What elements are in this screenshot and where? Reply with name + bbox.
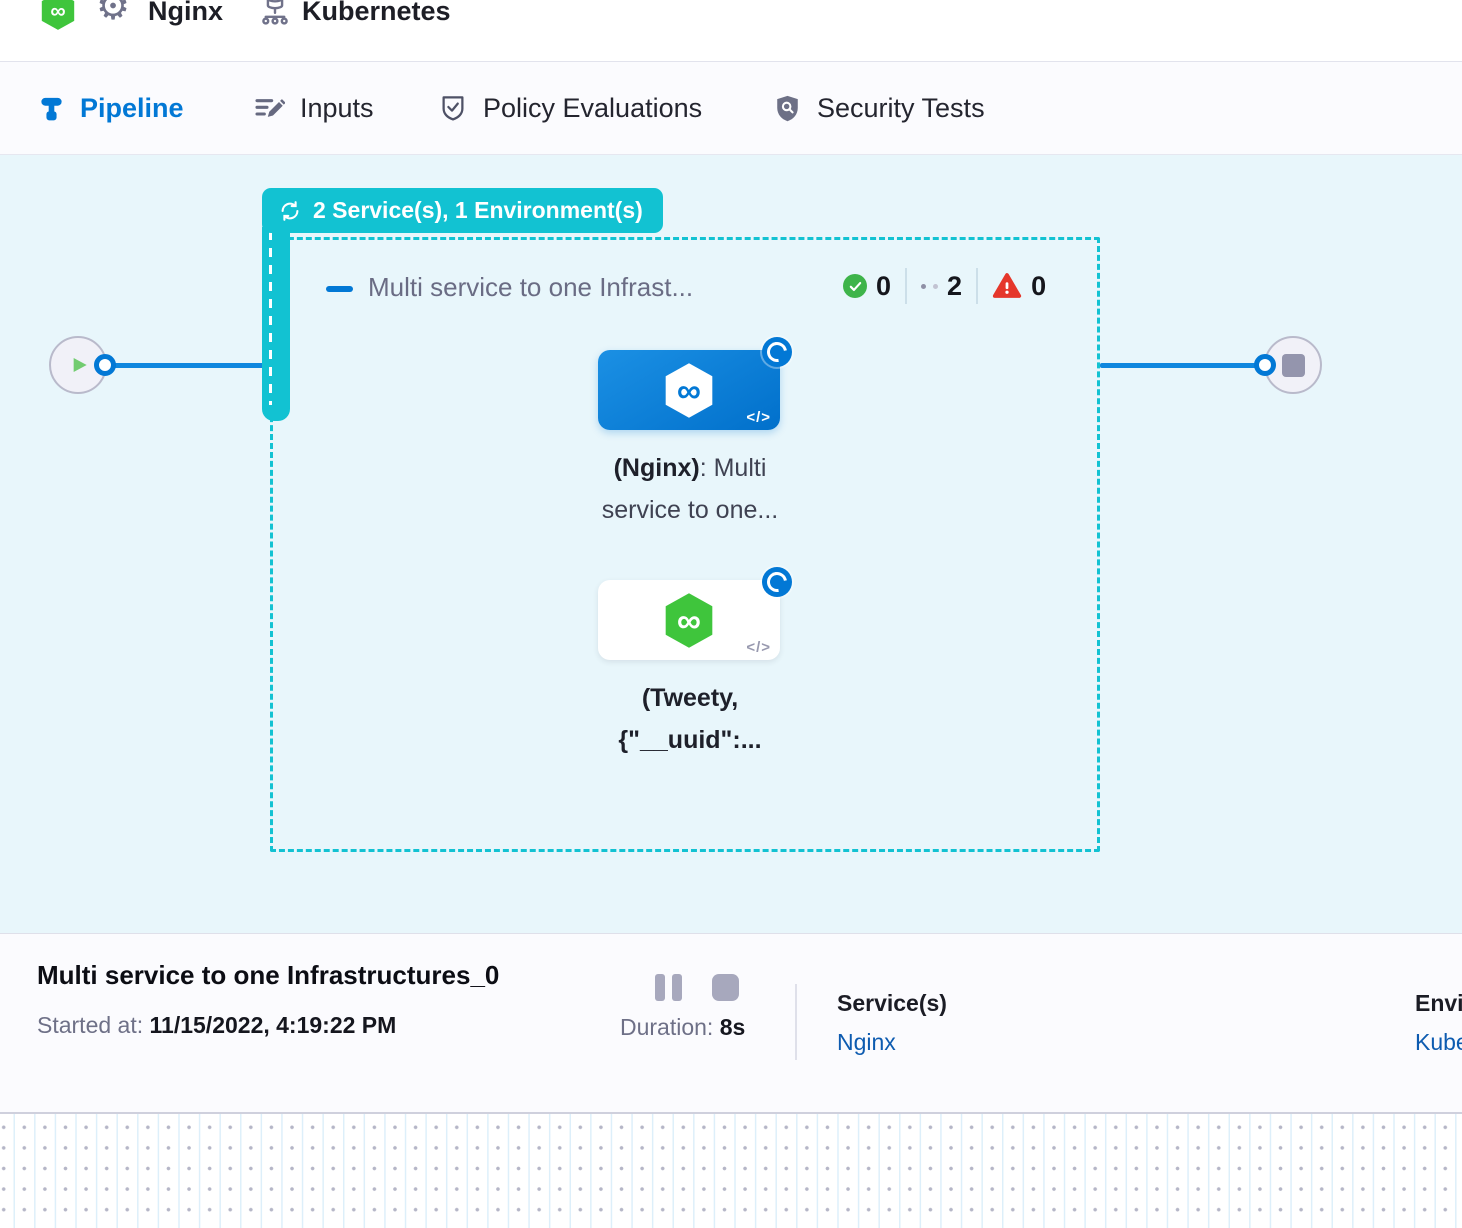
environment-icon	[262, 0, 288, 25]
security-shield-icon	[777, 95, 798, 121]
running-dots-icon	[921, 283, 939, 289]
svg-text:∞: ∞	[50, 0, 65, 23]
end-connector-dot[interactable]	[1254, 354, 1276, 376]
pipeline-end-node[interactable]	[1264, 336, 1322, 394]
duration-label: Duration:	[620, 1014, 714, 1040]
tab-inputs[interactable]: Inputs	[253, 62, 374, 154]
pipeline-canvas[interactable]: 2 Service(s), 1 Environment(s) Multi ser…	[0, 155, 1462, 933]
services-label: Service(s)	[837, 990, 947, 1016]
tweety-running-spinner-icon	[762, 567, 792, 597]
success-check-icon	[843, 274, 867, 298]
start-connector-dot[interactable]	[94, 354, 116, 376]
console-grid-area[interactable]	[0, 1112, 1462, 1228]
environments-value-link[interactable]: Kubernetes	[1415, 1029, 1462, 1055]
connector-line-left	[105, 363, 265, 368]
collapse-stage-icon[interactable]	[326, 286, 353, 292]
stop-icon	[1281, 353, 1305, 377]
running-count: 2	[947, 270, 963, 301]
stage-group-box[interactable]	[270, 237, 1100, 852]
inputs-icon	[255, 99, 285, 117]
gear-icon: ⚙	[96, 0, 131, 28]
failed-count: 0	[1031, 270, 1047, 301]
tab-security-label: Security Tests	[817, 92, 985, 123]
started-at-value: 11/15/2022, 4:19:22 PM	[143, 1012, 397, 1038]
connector-line-right	[1100, 363, 1260, 368]
svg-text:∞: ∞	[677, 603, 701, 640]
environments-label: Environment(s)	[1415, 990, 1462, 1016]
node-tweety-label[interactable]: (Tweety, {"__uuid":...	[618, 684, 762, 754]
tab-security-tests[interactable]: Security Tests	[773, 62, 985, 154]
code-icon: </>	[746, 639, 771, 656]
environments-block: Environment(s) Kubernetes	[1415, 990, 1462, 1056]
services-block: Service(s) Nginx	[837, 990, 947, 1056]
node-tweety-card[interactable]: ∞ </>	[598, 580, 780, 660]
stage-badge-label: 2 Service(s), 1 Environment(s)	[313, 197, 643, 223]
execution-title: Multi service to one Infrastructures_0	[37, 960, 500, 990]
stage-selection-bar	[262, 227, 290, 421]
tab-pipeline[interactable]: Pipeline	[38, 62, 184, 154]
stage-status-counts: 0 2 0	[843, 268, 1046, 304]
duration: Duration: 8s	[620, 1014, 745, 1041]
execution-header: ∞ ⚙ Nginx Kubernetes	[0, 0, 1462, 62]
play-icon	[73, 357, 87, 373]
harness-logo-green-hexagon: ∞	[665, 592, 713, 648]
nginx-running-spinner-icon	[762, 337, 792, 367]
started-at-label: Started at:	[37, 1012, 144, 1038]
tab-inputs-label: Inputs	[300, 92, 374, 123]
started-at: Started at: 11/15/2022, 4:19:22 PM	[37, 1012, 396, 1039]
refresh-icon	[281, 200, 299, 221]
header-service-name[interactable]: Nginx	[148, 0, 224, 26]
stage-name[interactable]: Multi service to one Infrast...	[368, 272, 694, 302]
divider	[905, 268, 908, 304]
code-icon: </>	[746, 409, 771, 426]
warning-triangle-icon	[992, 273, 1022, 298]
svg-text:∞: ∞	[677, 373, 701, 410]
policy-shield-icon	[442, 96, 464, 121]
tab-pipeline-label: Pipeline	[80, 92, 184, 123]
execution-summary-bar: Multi service to one Infrastructures_0 S…	[0, 933, 1462, 1112]
stage-services-badge[interactable]: 2 Service(s), 1 Environment(s)	[262, 188, 663, 233]
harness-logo-white-hexagon: ∞	[665, 362, 713, 418]
header-environment-name[interactable]: Kubernetes	[302, 0, 451, 26]
harness-service-icon: ∞	[41, 0, 75, 30]
duration-value: 8s	[713, 1014, 746, 1040]
node-nginx-card[interactable]: ∞ </>	[598, 350, 780, 430]
pipeline-icon	[41, 97, 62, 120]
footer-divider	[795, 984, 797, 1060]
success-count: 0	[876, 270, 892, 301]
stop-button[interactable]	[712, 974, 739, 1001]
divider	[976, 268, 979, 304]
pause-button[interactable]	[655, 974, 682, 1001]
execution-tabbar: Pipeline Inputs Policy Evaluations	[0, 62, 1462, 216]
services-value-link[interactable]: Nginx	[837, 1029, 896, 1055]
node-nginx-label[interactable]: (Nginx): Multi service to one...	[601, 454, 779, 524]
tab-policy-label: Policy Evaluations	[483, 92, 703, 123]
tab-policy-evaluations[interactable]: Policy Evaluations	[438, 62, 702, 154]
